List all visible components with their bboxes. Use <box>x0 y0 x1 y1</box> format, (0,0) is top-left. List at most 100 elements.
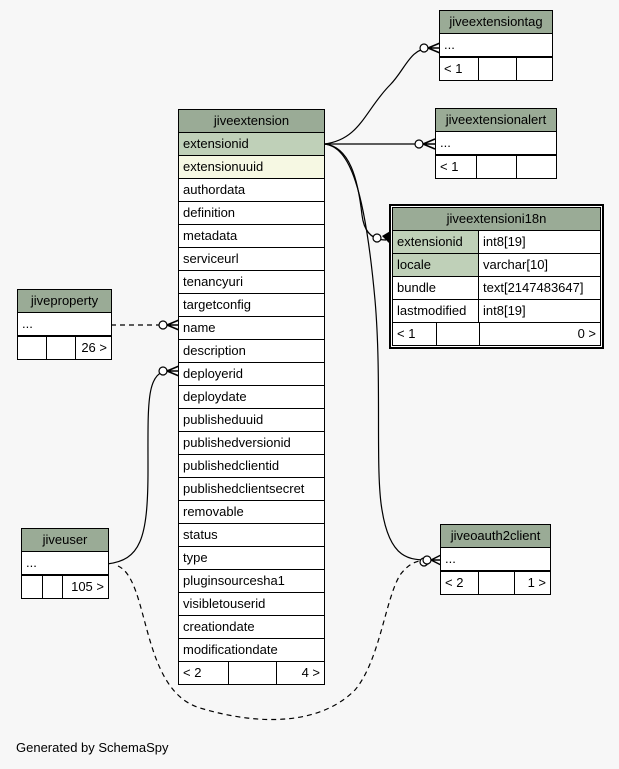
table-row: ... <box>440 34 552 57</box>
table-title: jiveextensioni18n <box>393 208 600 231</box>
column-row: definition <box>179 202 324 225</box>
column-row: type <box>179 547 324 570</box>
link-extension-oauth <box>323 143 431 561</box>
table-title: jiveproperty <box>18 290 111 313</box>
rows-count <box>479 58 517 80</box>
zero-marker <box>414 139 424 149</box>
column-row: publishedclientsecret <box>179 478 324 501</box>
rows-count <box>437 323 480 345</box>
column-row: publishedversionid <box>179 432 324 455</box>
children-count[interactable] <box>517 58 552 80</box>
column-row: targetconfig <box>179 294 324 317</box>
zero-marker <box>372 233 382 243</box>
column-type: text[2147483647] <box>483 280 584 295</box>
column-row: publisheduuid <box>179 409 324 432</box>
many-marker <box>166 319 180 331</box>
many-marker <box>166 365 180 377</box>
column-row: locale varchar[10] <box>393 254 600 277</box>
table-row: ... <box>18 313 111 336</box>
column-row: bundle text[2147483647] <box>393 277 600 300</box>
table-title: jiveextensiontag <box>440 11 552 34</box>
column-name: lastmodified <box>393 300 479 322</box>
table-jiveoauth2client[interactable]: jiveoauth2client ... < 2 1 > <box>440 524 551 595</box>
children-count[interactable]: 4 > <box>301 665 320 680</box>
rows-count <box>43 576 63 598</box>
many-marker <box>422 138 436 150</box>
column-row: removable <box>179 501 324 524</box>
column-row: metadata <box>179 225 324 248</box>
link-extension-i18n <box>323 143 387 241</box>
parents-count[interactable]: < 1 <box>436 156 477 178</box>
column-row: serviceurl <box>179 248 324 271</box>
column-row: authordata <box>179 179 324 202</box>
rows-count <box>477 156 517 178</box>
column-row: visibletouserid <box>179 593 324 616</box>
table-title: jiveuser <box>22 529 108 552</box>
parents-count[interactable]: < 2 <box>441 572 479 594</box>
table-jiveuser[interactable]: jiveuser ... 105 > <box>21 528 109 599</box>
table-title: jiveextensionalert <box>436 109 556 132</box>
rows-count <box>229 662 277 684</box>
table-row: ... <box>441 548 550 571</box>
column-row: modificationdate <box>183 642 278 657</box>
column-row: extensionid <box>179 133 324 156</box>
table-title: jiveextension <box>179 110 324 133</box>
column-type: int8[19] <box>483 303 526 318</box>
link-extension-tag <box>323 47 431 145</box>
children-count[interactable]: 0 > <box>577 326 596 341</box>
parents-count[interactable]: < 1 <box>440 58 479 80</box>
table-footer: < 1 <box>436 155 556 178</box>
column-row: deploydate <box>179 386 324 409</box>
column-row: name <box>179 317 324 340</box>
table-footer: < 2 4 > <box>179 661 324 684</box>
zero-marker <box>158 366 168 376</box>
column-name: locale <box>393 254 479 276</box>
table-footer: 26 > <box>18 336 111 359</box>
parents-count <box>22 576 43 598</box>
children-count[interactable]: 1 > <box>527 575 546 590</box>
column-type: int8[19] <box>479 231 600 253</box>
column-row: tenancyuri <box>179 271 324 294</box>
link-user-deployer <box>106 369 171 565</box>
rows-count <box>47 337 76 359</box>
table-row: ... <box>436 132 556 155</box>
column-row: description <box>179 340 324 363</box>
children-count[interactable] <box>517 156 556 178</box>
children-count[interactable]: 26 > <box>81 340 107 355</box>
column-row: lastmodified int8[19] <box>393 300 600 323</box>
table-footer: < 1 0 > <box>393 323 600 345</box>
table-title: jiveoauth2client <box>441 525 550 548</box>
column-row: pluginsourcesha1 <box>179 570 324 593</box>
column-name: bundle <box>393 277 479 299</box>
table-jiveextensioni18n[interactable]: jiveextensioni18n extensionid int8[19] l… <box>389 204 604 349</box>
link-user-oauth <box>117 559 431 721</box>
column-row: publishedclientid <box>179 455 324 478</box>
many-marker <box>427 42 441 54</box>
column-row: deployerid <box>179 363 324 386</box>
table-jiveextensionalert[interactable]: jiveextensionalert ... < 1 <box>435 108 557 179</box>
zero-marker <box>422 555 432 565</box>
column-name: extensionid <box>393 231 479 253</box>
column-row: extensionuuid <box>179 156 324 179</box>
table-jiveproperty[interactable]: jiveproperty ... 26 > <box>17 289 112 360</box>
parents-count[interactable]: < 2 <box>179 662 229 684</box>
many-marker <box>430 554 442 566</box>
children-count[interactable]: 105 > <box>71 579 104 594</box>
table-footer: < 2 1 > <box>441 571 550 594</box>
rows-count <box>479 572 515 594</box>
column-row: extensionid int8[19] <box>393 231 600 254</box>
column-type: varchar[10] <box>479 254 600 276</box>
table-row: ... <box>22 552 108 575</box>
table-footer: < 1 <box>440 57 552 80</box>
parents-count <box>18 337 47 359</box>
one-marker <box>382 230 392 246</box>
column-row: status <box>179 524 324 547</box>
zero-marker <box>158 320 168 330</box>
generated-by-caption: Generated by SchemaSpy <box>16 740 169 755</box>
table-jiveextensiontag[interactable]: jiveextensiontag ... < 1 <box>439 10 553 81</box>
parents-count[interactable]: < 1 <box>393 323 437 345</box>
column-row: creationdate <box>179 616 324 639</box>
table-footer: 105 > <box>22 575 108 598</box>
